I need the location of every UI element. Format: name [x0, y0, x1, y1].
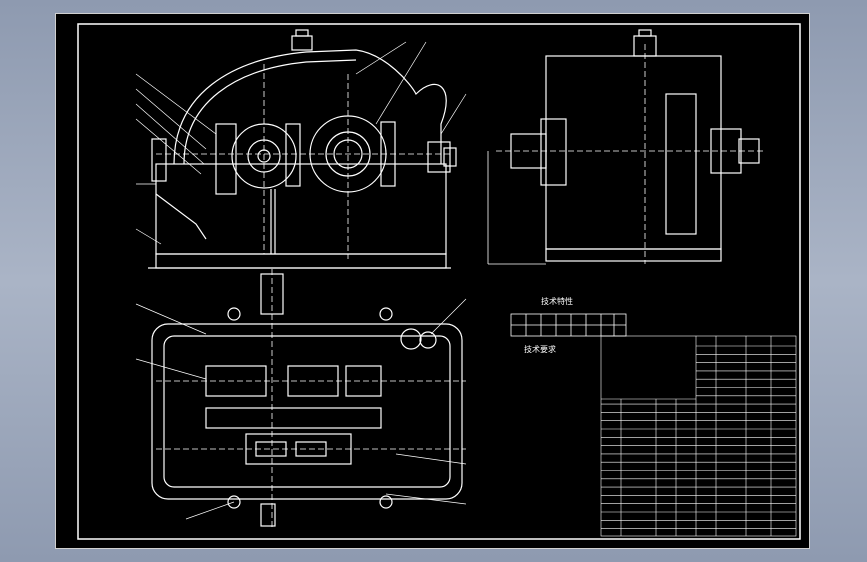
drawing-sheet: 技术特性 技术要求 — [55, 13, 810, 549]
cad-drawing-canvas: 技术特性 技术要求 — [77, 23, 801, 540]
tech-spec-table — [510, 313, 627, 337]
parts-list-table — [600, 335, 797, 537]
top-view — [151, 269, 466, 529]
leader-lines — [135, 41, 467, 520]
inner-frame — [77, 23, 801, 540]
notes-title: 技术要求 — [524, 344, 556, 354]
side-view — [487, 29, 766, 265]
tech-table-title: 技术特性 — [541, 296, 573, 306]
front-view — [148, 29, 457, 269]
